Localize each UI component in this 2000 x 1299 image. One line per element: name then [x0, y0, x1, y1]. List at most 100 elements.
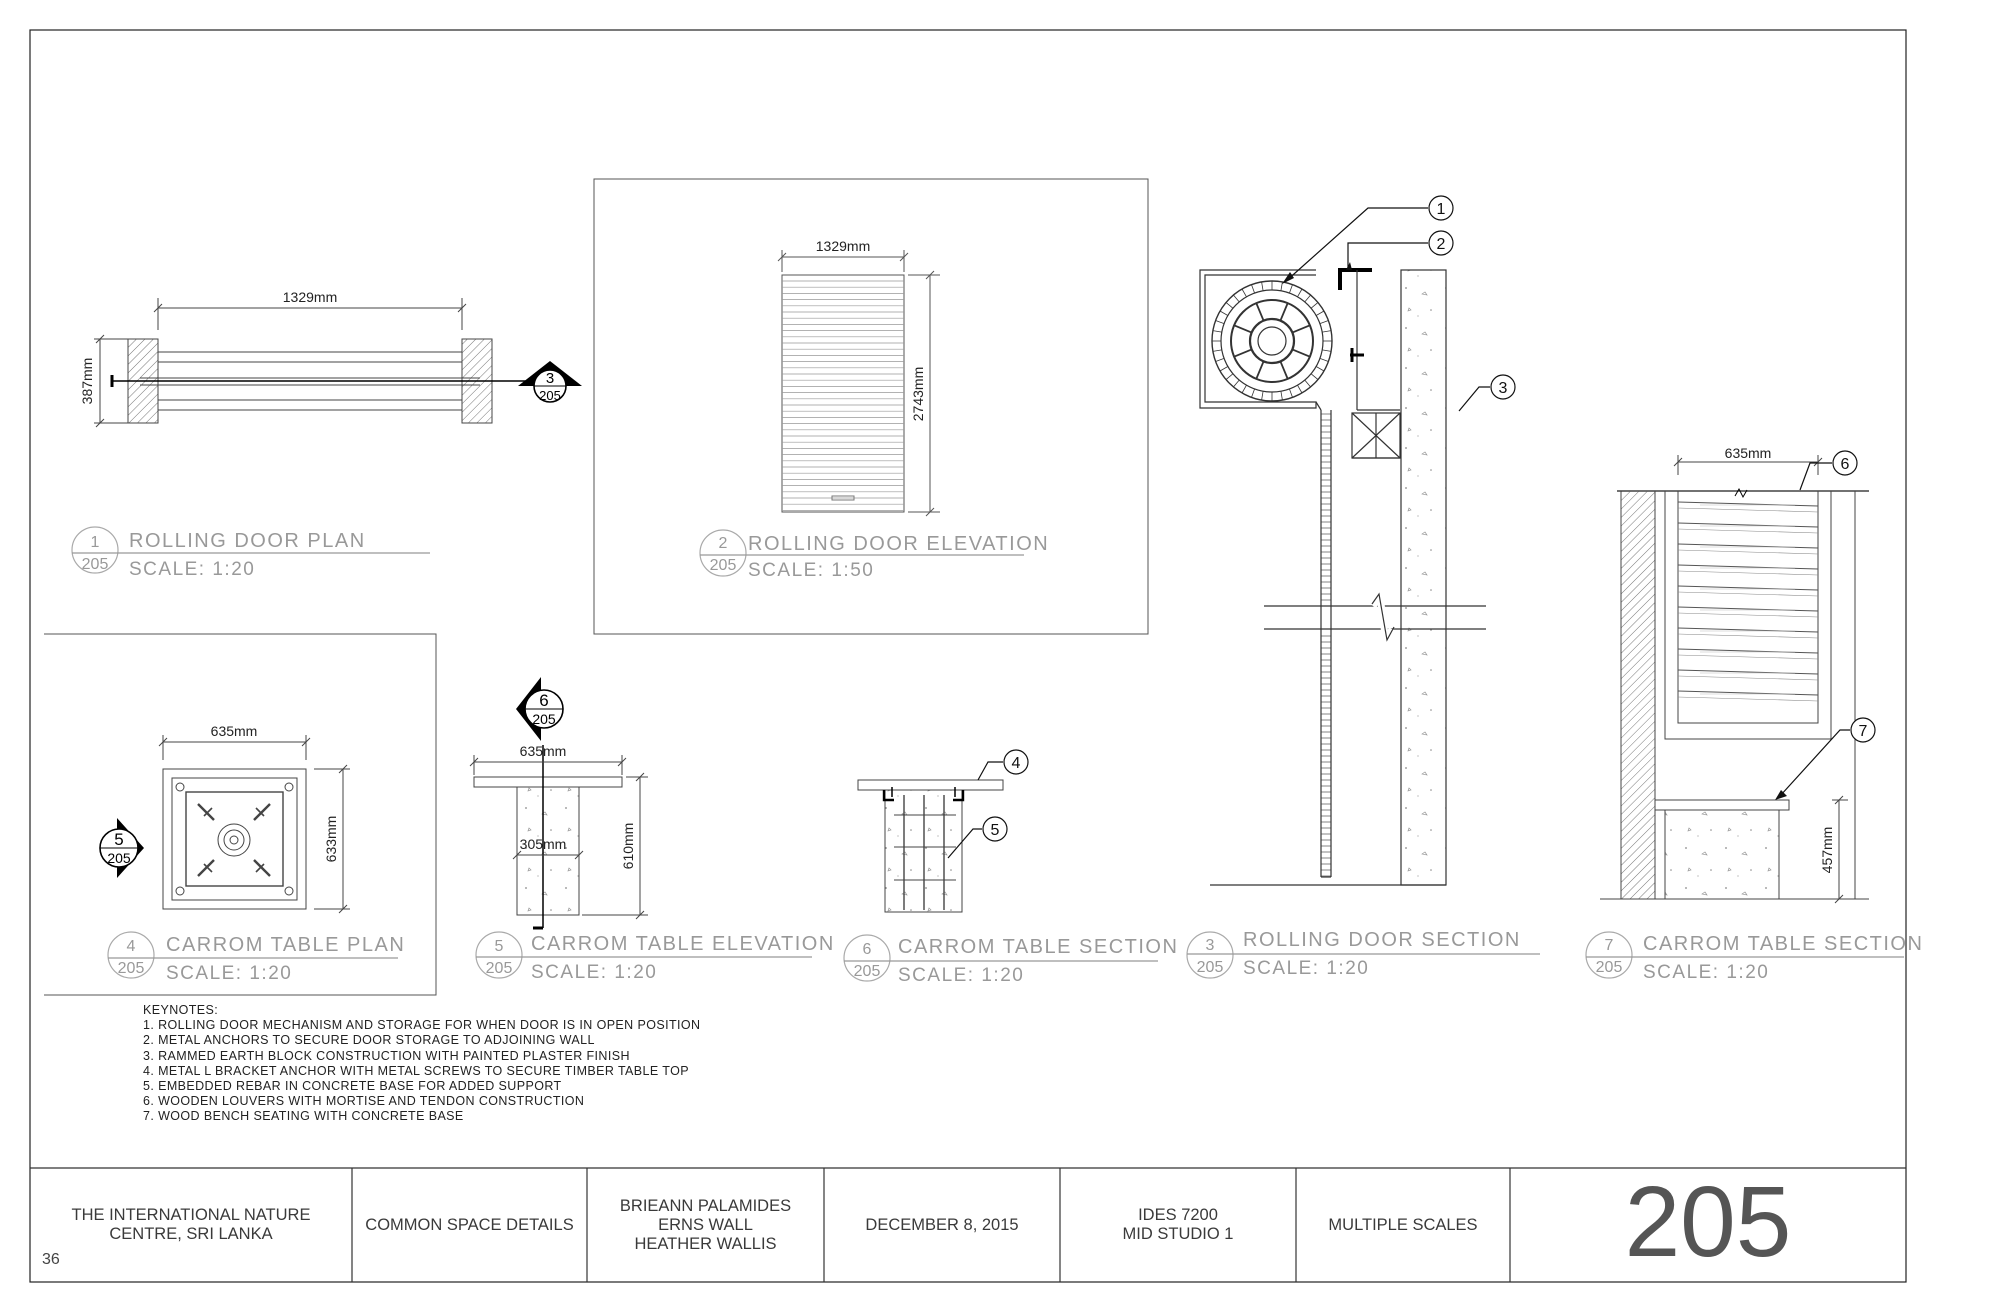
keynote-item: 5. EMBEDDED REBAR IN CONCRETE BASE FOR A… — [143, 1079, 562, 1094]
section-marker-3: 3 205 — [518, 361, 582, 403]
d7-num: 7 — [1605, 937, 1614, 954]
d5-scale: SCALE: 1:20 — [531, 962, 657, 983]
callout-number: 4 — [1012, 755, 1021, 772]
course-line: IDES 7200 — [1138, 1206, 1218, 1224]
section-marker-6: 6 205 — [516, 677, 564, 741]
callout-number: 1 — [1437, 201, 1446, 218]
section-marker-5: 5 205 — [99, 818, 144, 878]
keynote-item: 1. ROLLING DOOR MECHANISM AND STORAGE FO… — [143, 1018, 701, 1033]
d3-sheet: 205 — [1197, 959, 1224, 976]
rolling-door-elevation — [777, 250, 940, 517]
d3-num: 3 — [1206, 937, 1215, 954]
d2-title: ROLLING DOOR ELEVATION — [748, 533, 1049, 555]
d1-scale: SCALE: 1:20 — [129, 559, 255, 580]
carrom-table-section-small — [857, 779, 1004, 913]
scale-text: MULTIPLE SCALES — [1328, 1215, 1478, 1234]
d4-height-dim: 633mm — [323, 816, 339, 863]
sheet-border — [29, 29, 1907, 1283]
leader-arrowheads — [1282, 262, 1787, 800]
title-block-course: IDES 7200 MID STUDIO 1 — [1060, 1168, 1296, 1282]
project-line: CENTRE, SRI LANKA — [109, 1225, 273, 1243]
keynote-item: 6. WOODEN LOUVERS WITH MORTISE AND TENDO… — [143, 1094, 585, 1109]
door-curtain-slats — [1321, 413, 1331, 877]
callout-number: 5 — [991, 822, 1000, 839]
drawing-title-d4: 4 205 CARROM TABLE PLAN SCALE: 1:20 — [107, 931, 405, 984]
callout-bubble-2: 2 — [1428, 230, 1454, 256]
d7-sheet: 205 — [1596, 959, 1623, 976]
callout-bubble-6: 6 — [1832, 450, 1858, 476]
d7-title: CARROM TABLE SECTION — [1643, 933, 1923, 955]
author: BRIEANN PALAMIDES — [619, 1196, 792, 1215]
sheet-title-text: COMMON SPACE DETAILS — [365, 1215, 574, 1234]
drawing-title-d2: 2 205 ROLLING DOOR ELEVATION SCALE: 1:50 — [699, 529, 1049, 581]
carrom-table-elevation — [469, 745, 648, 930]
d2-width-dim: 1329mm — [816, 238, 870, 254]
callout-number: 2 — [1437, 236, 1446, 253]
elevation-viewport-frame — [593, 178, 1149, 635]
carrom-plan-viewport-frame — [44, 633, 437, 996]
page-number: 36 — [42, 1251, 60, 1268]
date-text: DECEMBER 8, 2015 — [865, 1215, 1019, 1234]
title-block-date: DECEMBER 8, 2015 — [824, 1168, 1060, 1282]
marker-3-num: 3 — [546, 370, 554, 387]
callout-leaders — [947, 207, 1850, 859]
keynote-item: 4. METAL L BRACKET ANCHOR WITH METAL SCR… — [143, 1063, 689, 1078]
carrom-table-plan — [158, 735, 350, 914]
drum-spokes — [1233, 302, 1311, 380]
d2-sheet: 205 — [710, 557, 737, 574]
title-block-scale: MULTIPLE SCALES — [1296, 1168, 1510, 1282]
d4-width-dim: 635mm — [211, 723, 258, 739]
d4-sheet: 205 — [118, 960, 145, 977]
callout-bubble-1: 1 — [1428, 195, 1454, 221]
d5-sheet: 205 — [486, 960, 513, 977]
keynotes-block: KEYNOTES: 1. ROLLING DOOR MECHANISM AND … — [143, 1003, 700, 1125]
callout-number: 6 — [1841, 456, 1850, 473]
d7-scale: SCALE: 1:20 — [1643, 962, 1769, 983]
d5-num: 5 — [495, 938, 504, 955]
callout-bubbles: 1 2 3 4 5 6 7 — [982, 195, 1876, 842]
d7-width-dim: 635mm — [1725, 445, 1772, 461]
door-slats — [782, 280, 904, 511]
d6-num: 6 — [863, 941, 872, 958]
keynote-item: 3. RAMMED EARTH BLOCK CONSTRUCTION WITH … — [143, 1048, 630, 1063]
d5-height-dim: 610mm — [620, 823, 636, 870]
d1-num: 1 — [91, 534, 100, 551]
d1-sheet: 205 — [82, 556, 109, 573]
d2-height-dim: 2743mm — [910, 367, 926, 421]
title-block-sheet-title: COMMON SPACE DETAILS — [352, 1168, 587, 1282]
keynotes-heading: KEYNOTES: — [143, 1003, 219, 1017]
d4-num: 4 — [127, 938, 136, 955]
d1-height-dim: 387mm — [79, 358, 95, 405]
carrom-table-section-bench — [1600, 455, 1869, 904]
callout-number: 7 — [1859, 723, 1868, 740]
course-line: MID STUDIO 1 — [1122, 1225, 1234, 1243]
project-line: THE INTERNATIONAL NATURE — [71, 1206, 311, 1224]
keynote-item: 2. METAL ANCHORS TO SECURE DOOR STORAGE … — [143, 1033, 595, 1048]
d5-width-dim: 635mm — [520, 743, 567, 759]
d2-scale: SCALE: 1:50 — [748, 560, 874, 581]
marker-3-sheet: 205 — [539, 388, 561, 403]
marker-5-sheet: 205 — [107, 850, 131, 866]
keynote-item: 7. WOOD BENCH SEATING WITH CONCRETE BASE — [143, 1109, 464, 1124]
rolling-door-section — [1199, 268, 1486, 886]
drawing-title-d1: 1 205 ROLLING DOOR PLAN SCALE: 1:20 — [71, 526, 430, 580]
marker-6-sheet: 205 — [532, 711, 556, 727]
drum-slat-coil — [1212, 281, 1332, 401]
d3-scale: SCALE: 1:20 — [1243, 958, 1369, 979]
callout-number: 3 — [1499, 380, 1508, 397]
d4-title: CARROM TABLE PLAN — [166, 934, 405, 956]
rolling-door-plan — [94, 298, 530, 428]
d6-title: CARROM TABLE SECTION — [898, 936, 1178, 958]
d2-num: 2 — [719, 535, 728, 552]
d3-title: ROLLING DOOR SECTION — [1243, 929, 1521, 951]
d6-scale: SCALE: 1:20 — [898, 965, 1024, 986]
drawing-title-d7: 7 205 CARROM TABLE SECTION SCALE: 1:20 — [1585, 931, 1923, 983]
d4-scale: SCALE: 1:20 — [166, 963, 292, 984]
marker-6-num: 6 — [539, 691, 548, 710]
wood-louvers — [1677, 501, 1819, 702]
d7-height-dim: 457mm — [1819, 827, 1835, 874]
title-block-frame — [30, 1167, 1906, 1282]
drawing-title-d3: 3 205 ROLLING DOOR SECTION SCALE: 1:20 — [1186, 929, 1540, 979]
